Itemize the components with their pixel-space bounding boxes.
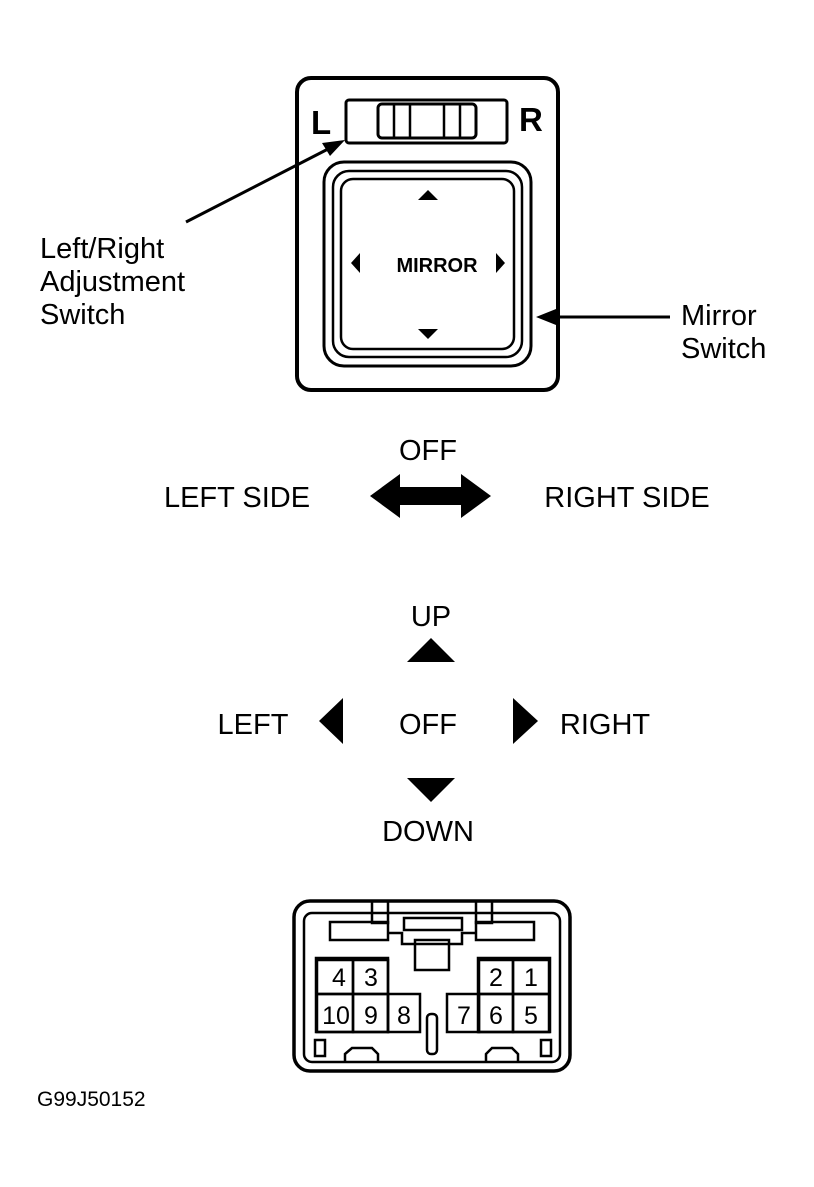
dir-left-label: LEFT xyxy=(218,709,289,741)
lr-position-legend: OFF LEFT SIDE RIGHT SIDE xyxy=(164,435,710,518)
pad-down-arrow xyxy=(418,329,438,339)
pad-up-arrow xyxy=(418,190,438,200)
pin-9: 9 xyxy=(364,1002,378,1030)
lr-callout-line-2: Adjustment xyxy=(40,266,185,298)
mirror-callout-line-2: Switch xyxy=(681,333,766,365)
dir-down-label: DOWN xyxy=(382,816,474,848)
up-arrow-icon xyxy=(407,638,455,662)
pin-10: 10 xyxy=(322,1002,350,1030)
right-letter: R xyxy=(519,101,543,138)
pin-4: 4 xyxy=(332,964,346,992)
lr-right-side-label: RIGHT SIDE xyxy=(544,482,709,514)
dir-right-label: RIGHT xyxy=(560,709,651,741)
mirror-callout-line-1: Mirror xyxy=(681,300,757,332)
lr-off-label: OFF xyxy=(399,435,457,467)
pin-2: 2 xyxy=(489,964,503,992)
mirror-direction-pad: MIRROR xyxy=(322,160,533,368)
left-letter: L xyxy=(311,104,331,141)
connector-inner-wall xyxy=(302,911,562,1064)
connector-center-key xyxy=(413,938,451,972)
mirror-switch-assembly: L R MIRROR xyxy=(295,76,560,392)
pin-1: 1 xyxy=(524,964,538,992)
lr-selector-frame xyxy=(344,98,509,145)
lr-left-side-label: LEFT SIDE xyxy=(164,482,310,514)
mirror-label: MIRROR xyxy=(396,255,478,277)
mirror-switch-callout: Mirror Switch xyxy=(536,300,766,365)
lr-switch-callout: Left/Right Adjustment Switch xyxy=(40,140,345,331)
connector-outer-shell xyxy=(292,899,572,1073)
right-arrow-icon xyxy=(513,698,538,744)
pad-left-arrow xyxy=(351,253,360,273)
figure-code: G99J50152 xyxy=(37,1088,146,1111)
dir-up-label: UP xyxy=(411,601,451,633)
double-arrow-icon xyxy=(370,474,491,518)
pad-right-arrow xyxy=(496,253,505,273)
pin-7: 7 xyxy=(457,1002,471,1030)
pin-8: 8 xyxy=(397,1002,411,1030)
pin-3: 3 xyxy=(364,964,378,992)
lr-callout-line-1: Left/Right xyxy=(40,233,164,265)
dir-off-label: OFF xyxy=(399,709,457,741)
pin-6: 6 xyxy=(489,1002,503,1030)
down-arrow-icon xyxy=(407,778,455,802)
connector-face: 4 3 2 1 10 9 8 7 6 5 xyxy=(292,899,572,1073)
switch-housing xyxy=(295,76,560,392)
lr-selector-knob xyxy=(376,102,478,140)
lr-callout-line-3: Switch xyxy=(40,299,125,331)
mirror-direction-legend: UP LEFT OFF RIGHT DOWN xyxy=(218,601,651,848)
lr-selector-switch xyxy=(344,98,509,145)
left-arrow-icon xyxy=(319,698,343,744)
pin-5: 5 xyxy=(524,1002,538,1030)
